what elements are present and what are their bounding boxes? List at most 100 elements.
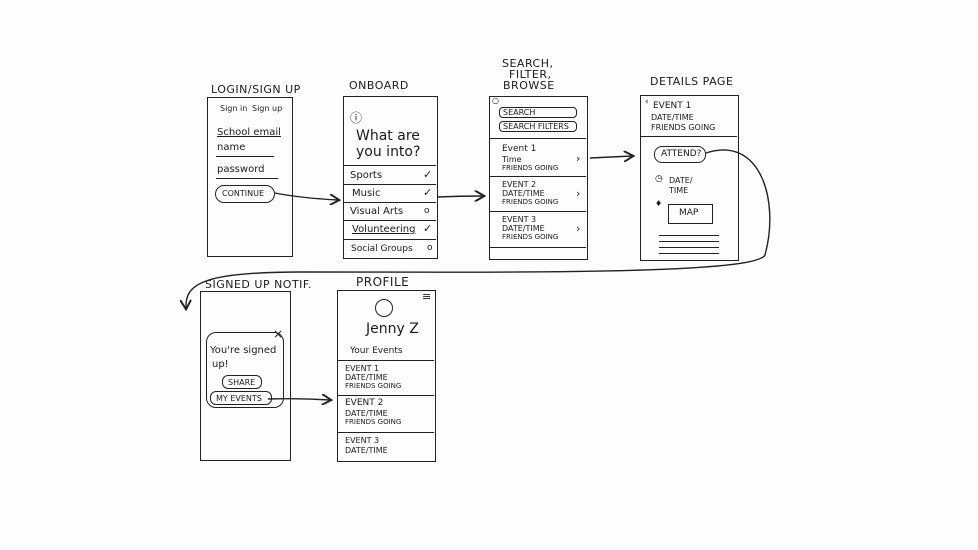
- onboard-prompt-line1: What are: [356, 128, 420, 144]
- profile-name: Jenny Z: [366, 321, 419, 337]
- browse-event1-time: Time: [502, 155, 522, 164]
- continue-label: CONTINUE: [222, 189, 265, 198]
- divider: [490, 211, 586, 212]
- profile-event3-time: DATE/TIME: [345, 446, 388, 455]
- login-title: LOGIN/SIGN UP: [211, 83, 301, 96]
- browse-event3-friends: FRIENDS GOING: [502, 233, 559, 241]
- share-button[interactable]: SHARE: [222, 375, 262, 389]
- divider: [344, 202, 436, 203]
- school-email-field[interactable]: School email: [217, 127, 281, 138]
- signed-up-message-line1: You're signed: [210, 345, 277, 356]
- browse-title-line2: FILTER,: [509, 68, 552, 81]
- name-underline: [216, 156, 274, 157]
- browse-event1-friends: FRIENDS GOING: [502, 164, 559, 172]
- option-visual-arts-check[interactable]: o: [424, 206, 430, 216]
- share-button-label: SHARE: [228, 378, 256, 387]
- signed-up-dialog: × You're signed up! SHARE MY EVENTS: [206, 327, 284, 408]
- profile-event1-time: DATE/TIME: [345, 373, 388, 382]
- arrow-onboard-to-browse: [436, 196, 483, 197]
- browse-event2-friends: FRIENDS GOING: [502, 198, 559, 206]
- option-music-check[interactable]: ✓: [423, 186, 433, 199]
- description-line: [659, 247, 719, 248]
- name-field[interactable]: name: [217, 142, 246, 153]
- clock-icon: ◷: [655, 174, 663, 184]
- onboard-screen: ⓘ What are you into? Sports ✓ Music ✓ Vi…: [343, 96, 438, 259]
- description-line: [659, 235, 719, 236]
- browse-event3-name[interactable]: EVENT 3: [502, 215, 537, 224]
- profile-event1-friends: FRIENDS GOING: [345, 382, 402, 390]
- details-title: DETAILS PAGE: [650, 75, 734, 88]
- attend-button[interactable]: ATTEND?: [654, 146, 706, 163]
- your-events-heading: Your Events: [350, 346, 403, 356]
- browse-event3-time: DATE/TIME: [502, 224, 545, 233]
- password-field[interactable]: password: [217, 164, 265, 175]
- divider: [338, 432, 434, 433]
- browse-title-line3: BROWSE: [503, 79, 555, 92]
- arrow-attend-to-signed-up: [186, 149, 771, 308]
- details-datetime: DATE/TIME: [651, 113, 694, 122]
- back-arrow-icon[interactable]: ‹: [645, 97, 649, 107]
- profile-event2-time: DATE/TIME: [345, 409, 388, 418]
- divider: [338, 395, 434, 396]
- search-input-text: SEARCH: [503, 108, 536, 117]
- divider: [641, 136, 737, 137]
- signed-up-screen: × You're signed up! SHARE MY EVENTS: [200, 291, 291, 461]
- option-volunteering[interactable]: Volunteering: [352, 224, 416, 235]
- browse-event1-name[interactable]: Event 1: [502, 144, 537, 154]
- description-line: [659, 253, 719, 254]
- details-date-line2: TIME: [669, 186, 689, 195]
- option-social-groups[interactable]: Social Groups: [351, 244, 413, 254]
- continue-button[interactable]: CONTINUE: [215, 185, 275, 203]
- menu-icon[interactable]: ≡: [422, 290, 432, 303]
- info-icon: ⓘ: [350, 111, 363, 125]
- chevron-right-icon[interactable]: ›: [576, 222, 581, 235]
- option-social-groups-check[interactable]: o: [427, 243, 433, 253]
- close-icon[interactable]: ×: [273, 327, 284, 341]
- password-underline: [216, 178, 278, 179]
- profile-event3-name[interactable]: EVENT 3: [345, 436, 380, 445]
- divider: [338, 360, 434, 361]
- details-event-name: EVENT 1: [653, 101, 692, 111]
- profile-event2-friends: FRIENDS GOING: [345, 418, 402, 426]
- option-sports-check[interactable]: ✓: [423, 168, 433, 181]
- divider: [490, 176, 586, 177]
- login-screen: Sign in Sign up School email name passwo…: [207, 97, 293, 257]
- filter-button[interactable]: SEARCH FILTERS: [499, 121, 577, 132]
- browse-event2-name[interactable]: EVENT 2: [502, 180, 537, 189]
- location-pin-icon: ♦: [655, 199, 663, 208]
- profile-title: PROFILE: [356, 275, 410, 289]
- attend-button-label: ATTEND?: [661, 149, 702, 159]
- option-music[interactable]: Music: [352, 188, 381, 199]
- option-sports[interactable]: Sports: [350, 170, 383, 181]
- details-friends: FRIENDS GOING: [651, 123, 716, 132]
- divider: [490, 138, 586, 139]
- map-button-label: MAP: [679, 208, 699, 218]
- divider: [344, 220, 436, 221]
- arrow-browse-to-details: [589, 156, 632, 158]
- sign-in-tab[interactable]: Sign in: [220, 104, 248, 113]
- description-line: [659, 241, 719, 242]
- camera-icon: ○: [492, 96, 499, 105]
- search-input[interactable]: SEARCH: [499, 107, 577, 118]
- sign-up-tab[interactable]: Sign up: [252, 104, 283, 113]
- profile-screen: ≡ Jenny Z Your Events EVENT 1 DATE/TIME …: [337, 290, 436, 462]
- divider: [490, 247, 586, 248]
- map-button[interactable]: MAP: [668, 204, 713, 224]
- browse-event2-time: DATE/TIME: [502, 189, 545, 198]
- chevron-right-icon[interactable]: ›: [576, 152, 581, 165]
- avatar: [375, 299, 393, 317]
- divider: [344, 239, 436, 240]
- profile-event1-name[interactable]: EVENT 1: [345, 364, 380, 373]
- browse-screen: ○ SEARCH SEARCH FILTERS Event 1 Time FRI…: [489, 96, 588, 260]
- details-screen: ‹ EVENT 1 DATE/TIME FRIENDS GOING ATTEND…: [640, 95, 739, 261]
- onboard-title: ONBOARD: [349, 79, 409, 92]
- details-date-line1: DATE/: [669, 176, 693, 185]
- chevron-right-icon[interactable]: ›: [576, 187, 581, 200]
- signed-up-message-line2: up!: [212, 359, 229, 370]
- profile-event2-name[interactable]: EVENT 2: [345, 398, 384, 408]
- option-volunteering-check[interactable]: ✓: [423, 222, 433, 235]
- onboard-prompt-line2: you into?: [356, 144, 421, 160]
- option-visual-arts[interactable]: Visual Arts: [350, 206, 404, 217]
- my-events-button[interactable]: MY EVENTS: [210, 391, 272, 405]
